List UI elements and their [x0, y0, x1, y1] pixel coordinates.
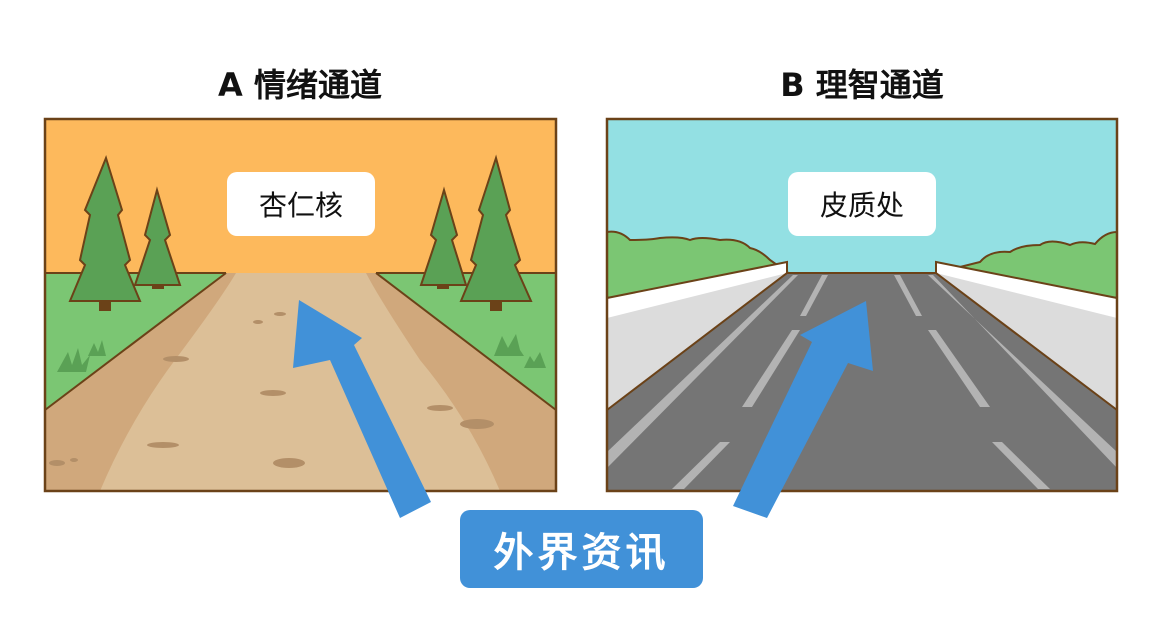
amygdala-label: 杏仁核: [227, 172, 375, 236]
panel-b-scene: [605, 117, 1119, 493]
external-info-label: 外界资讯: [460, 510, 703, 588]
arrow-to-amygdala-icon: [293, 300, 431, 518]
tree-icon: [68, 154, 533, 311]
cortex-label: 皮质处: [788, 172, 936, 236]
arrow-to-cortex-icon: [733, 301, 873, 518]
grass-icon: [57, 334, 546, 372]
panel-b-title: B 理智通道: [780, 66, 944, 104]
panel-a-title: A 情绪通道: [218, 66, 382, 104]
